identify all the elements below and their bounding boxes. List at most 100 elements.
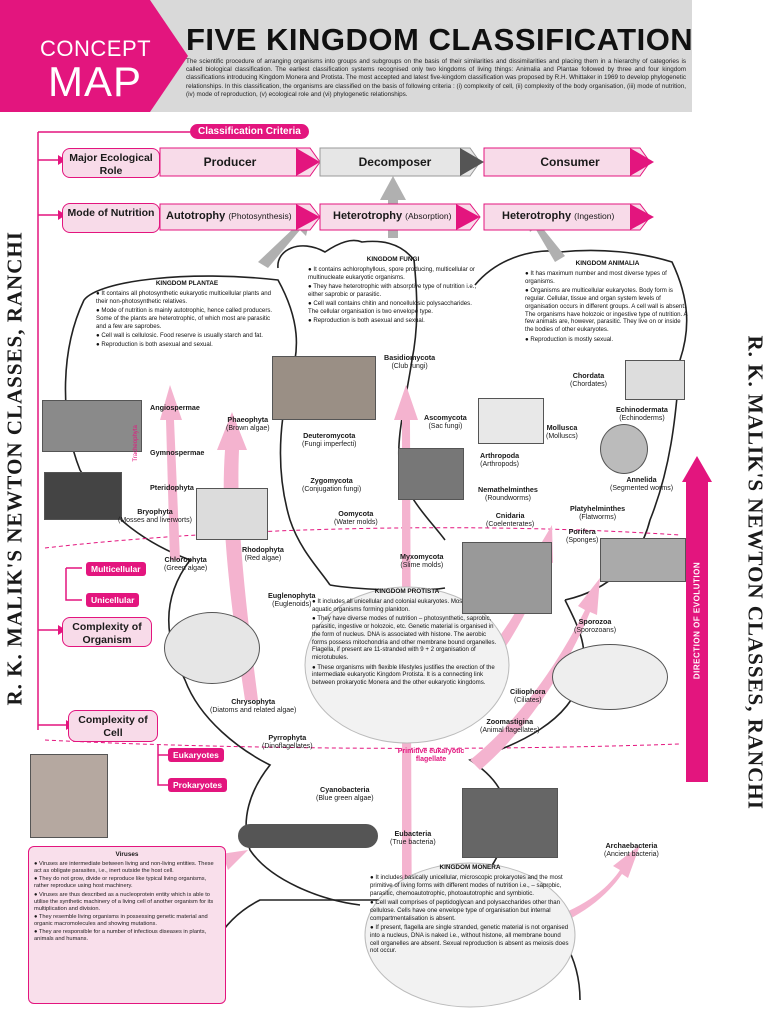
evolution-arrowhead: [682, 456, 712, 482]
kingdom-animalia-box: KINGDOM ANIMALIA ● It has maximum number…: [525, 260, 690, 345]
kingdom-protista-title: KINGDOM PROTISTA: [374, 588, 440, 595]
criterion-complexity-cell: Complexity of Cell: [68, 710, 158, 742]
taxon-ascomycota: Ascomycota(Sac fungi): [424, 413, 467, 431]
role-decomposer: Decomposer: [358, 155, 432, 169]
virus-point: ● They resemble living organisms in poss…: [34, 913, 208, 927]
kingdom-fungi-box: KINGDOM FUNGI ● It contains achlorophyll…: [308, 256, 478, 327]
page-title: FIVE KINGDOM CLASSIFICATION: [186, 22, 694, 57]
label-primitive-flagellate: Primitive eukaryotic flagellate: [397, 748, 465, 764]
taxon-cnidaria: Cnidaria(Coelenterates): [486, 511, 535, 529]
taxon-oomycota: Oomycota(Water molds): [334, 509, 378, 527]
criterion-mode-of-nutrition: Mode of Nutrition: [62, 203, 160, 233]
role-consumer: Consumer: [540, 155, 600, 169]
classification-criteria-title: Classification Criteria: [190, 124, 309, 139]
plantae-point: ● Cell wall is cellulosic. Food reserve …: [96, 332, 263, 340]
protista-point: ● They have diverse modes of nutrition –…: [312, 615, 497, 662]
concept-map-badge: [0, 0, 188, 112]
kingdom-protista-box: KINGDOM PROTISTA ● It includes all unice…: [312, 588, 502, 688]
plant-photo: [42, 400, 142, 452]
nutrition-autotrophy-sub: (Photosynthesis): [228, 211, 292, 221]
taxon-sporozoa: Sporozoa(Sporozoans): [574, 617, 617, 635]
taxon-chrysophyta: Chrysophyta(Diatoms and related algae): [210, 697, 297, 715]
ascomycota-photo: [398, 448, 464, 500]
label-multicellular: Multicellular: [86, 562, 146, 576]
virus-point: ● They are responsible for a number of i…: [34, 929, 207, 943]
role-producer: Producer: [203, 155, 257, 169]
kingdom-plantae-box: KINGDOM PLANTAE ● It contains all photos…: [96, 280, 278, 351]
criterion-ecological-role: Major Ecological Role: [62, 148, 160, 178]
taxon-basidiomycota: Basidiomycota(Club fungi): [384, 353, 436, 371]
evolution-bar: [686, 480, 708, 782]
viruses-title: Viruses: [115, 851, 139, 858]
kingdom-monera-title: KINGDOM MONERA: [439, 864, 501, 871]
taxon-pteridophyta: Pteridophyta: [150, 483, 194, 492]
nutrition-ingestion-sub: (Ingestion): [574, 211, 615, 221]
fungi-point: ● Reproduction is both asexual and sexua…: [308, 317, 425, 325]
taxon-deuteromycota: Deuteromycota(Fungi imperfecti): [302, 431, 357, 449]
taxon-myxomycota: Myxomycota(Slime molds): [400, 552, 444, 570]
monera-point: ● It includes basically unicellular, mic…: [370, 874, 563, 897]
role-ribbon: [159, 147, 654, 177]
starfish-photo: [600, 424, 648, 474]
taxon-euglenophyta: Euglenophyta(Euglenoids): [268, 591, 316, 609]
label-eukaryotes: Eukaryotes: [168, 748, 224, 762]
taxon-tracheophyta: Tracheophyta: [132, 425, 139, 462]
taxon-nemathelminthes: Nemathelminthes(Roundworms): [478, 485, 538, 503]
virus-point: ● Viruses are intermediate between livin…: [34, 861, 214, 875]
criteria-lines: [37, 131, 190, 786]
monera-oval: [364, 862, 576, 1008]
kingdom-monera-box: KINGDOM MONERA ● It includes basically u…: [370, 864, 570, 957]
taxon-annelida: Annelida(Segmented worms): [610, 475, 674, 493]
nutrition-heterotrophy-absorption: Heterotrophy (Absorption): [333, 210, 452, 222]
nutrition-heterotrophy-ingestion: Heterotrophy (Ingestion): [502, 210, 615, 222]
monera-point: ● If present, flagella are single strand…: [370, 923, 569, 955]
fungi-point: ● It contains achlorophyllous, spore pro…: [308, 266, 475, 281]
map-word: MAP: [48, 58, 143, 105]
taxon-phaeophyta: Phaeophyta(Brown algae): [226, 415, 270, 433]
algae-photo: [196, 488, 268, 540]
monera-point: ● Cell wall comprises of peptidoglycan a…: [370, 899, 560, 922]
virus-photo: [30, 754, 108, 838]
chordata-photo: [625, 360, 685, 400]
virus-point: ● Viruses are thus described as a nucleo…: [34, 891, 214, 912]
kingdom-fungi-title: KINGDOM FUNGI: [366, 256, 420, 263]
nutrition-ribbon: [159, 203, 654, 231]
euglena-photo: [164, 612, 260, 684]
taxon-mollusca: Mollusca(Molluscs): [546, 423, 578, 441]
taxon-chordata: Chordata(Chordates): [570, 371, 607, 389]
moss-photo: [44, 472, 122, 520]
fungi-photo: [272, 356, 376, 420]
protista-point: ● It includes all unicellular and coloni…: [312, 598, 497, 613]
kingdom-animalia-title: KINGDOM ANIMALIA: [575, 260, 640, 267]
taxon-echinodermata: Echinodermata(Echinoderms): [616, 405, 668, 423]
animalia-point: ● Reproduction is mostly sexual.: [525, 335, 614, 343]
taxon-archaebacteria: Archaebacteria(Ancient bacteria): [604, 841, 659, 859]
cyanobacteria-photo: [238, 824, 378, 848]
taxon-zygomycota: Zygomycota(Conjugation fungi): [302, 476, 362, 494]
taxon-arthropoda: Arthropoda(Arthropods): [480, 451, 520, 469]
paramecium-photo: [552, 644, 668, 710]
eubacteria-photo: [462, 788, 558, 858]
animalia-point: ● Organisms are multicellular eukaryotes…: [525, 287, 688, 334]
nutrition-absorption-sub: (Absorption): [405, 211, 452, 221]
taxon-angiospermae: Angiospermae: [150, 403, 200, 412]
arthropod-photo: [478, 398, 544, 444]
fungi-point: ● They have heterotrophic with absorptiv…: [308, 283, 477, 299]
fungi-point: ● Cell wall contains chitin and noncellu…: [308, 300, 472, 316]
taxon-zoomastigina: Zoomastigina(Animal flagellates): [480, 717, 540, 735]
animalia-point: ● It has maximum number and most diverse…: [525, 270, 667, 285]
taxon-platyhelminthes: Platyhelminthes(Flatworms): [570, 504, 626, 522]
protista-oval: [304, 586, 510, 744]
taxon-pyrrophyta: Pyrrophyta(Dinoflagellates): [262, 733, 313, 751]
taxon-bryophyta: Bryophyta(Mosses and liverworts): [118, 507, 192, 525]
plantae-point: ● Mode of nutrition is mainly autotrophi…: [96, 307, 273, 330]
kingdom-plantae-title: KINGDOM PLANTAE: [155, 280, 219, 287]
porifera-photo: [600, 538, 686, 582]
intro-paragraph: The scientific procedure of arranging or…: [186, 58, 686, 98]
taxon-gymnospermae: Gymnospermae: [150, 448, 205, 457]
taxon-eubacteria: Eubacteria(True bacteria): [390, 829, 436, 847]
taxon-porifera: Porifera(Sponges): [566, 527, 599, 545]
viruses-box: Viruses ● Viruses are intermediate betwe…: [28, 846, 226, 1004]
concept-word: CONCEPT: [40, 36, 152, 61]
